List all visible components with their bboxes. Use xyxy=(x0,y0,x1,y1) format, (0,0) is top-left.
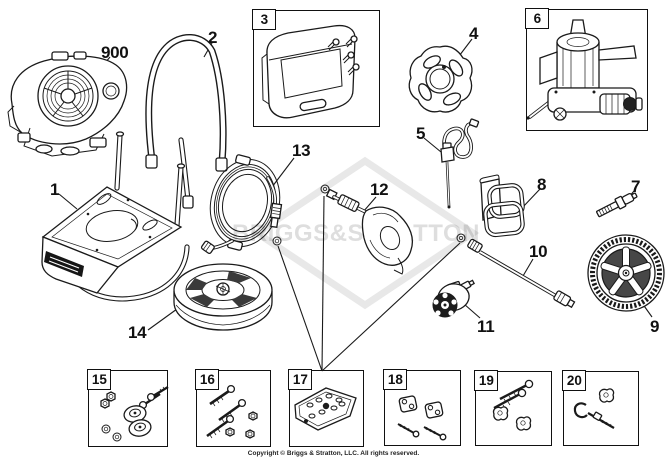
watermark-diamond xyxy=(250,156,480,310)
bolt-kit-illustration xyxy=(206,384,258,439)
engine-illustration xyxy=(7,51,128,157)
gun-holder-illustration xyxy=(479,174,525,238)
nozzle-kit-illustration xyxy=(294,387,357,431)
copyright-text: Copyright © Briggs & Stratton, LLC. All … xyxy=(247,450,420,457)
callout-chemical-hose: 5 xyxy=(416,124,426,143)
kit-box-20: 20 xyxy=(562,370,639,446)
spray-tip-illustration xyxy=(432,279,475,318)
callout-surface-cleaner: 14 xyxy=(128,323,147,342)
callout-frame: 1 xyxy=(50,180,60,199)
kit-box-19-number: 19 xyxy=(474,370,499,392)
callout-spray-tip: 11 xyxy=(477,317,495,336)
wheel-illustration xyxy=(587,234,665,312)
callout-high-pressure-hose: 13 xyxy=(292,141,311,160)
caster-kit-illustration xyxy=(100,385,169,442)
kit-box-6-number: 6 xyxy=(525,8,550,30)
kit-box-19: 19 xyxy=(474,370,552,446)
kit-box-16-number: 16 xyxy=(195,369,220,391)
kit-box-6: 6 xyxy=(525,8,648,131)
hook-kit-illustration xyxy=(573,388,615,429)
callout-gun-holder: 8 xyxy=(537,175,547,194)
kit-box-3-number: 3 xyxy=(252,9,277,31)
callout-flange: 4 xyxy=(469,24,479,43)
surface-cleaner-illustration xyxy=(173,263,273,331)
adapter-flange-illustration xyxy=(408,45,473,113)
handle-illustration xyxy=(145,34,228,209)
control-panel-illustration xyxy=(261,24,360,119)
pump-illustration xyxy=(526,19,643,121)
kit-box-15-number: 15 xyxy=(87,369,112,391)
callout-handle: 2 xyxy=(208,28,218,47)
kit-box-18: 18 xyxy=(383,369,461,446)
callout-wheel: 9 xyxy=(650,317,660,336)
callout-wand: 10 xyxy=(529,242,548,261)
callout-axle-bolt: 7 xyxy=(631,177,641,196)
kit-box-16: 16 xyxy=(195,369,271,447)
clamp-kit-illustration xyxy=(397,395,447,441)
frame-illustration xyxy=(41,131,190,302)
kit-box-17-number: 17 xyxy=(288,369,313,391)
callout-engine: 900 xyxy=(101,43,129,62)
callout-spray-gun: 12 xyxy=(370,180,389,199)
spray-gun-illustration xyxy=(320,184,414,275)
kit-box-20-number: 20 xyxy=(562,370,587,392)
siphon-hose-illustration xyxy=(440,118,480,209)
axle-bolt-illustration xyxy=(596,192,638,218)
kit-box-3: 3 xyxy=(252,9,380,127)
kit-box-17: 17 xyxy=(288,369,364,447)
kit-box-15: 15 xyxy=(87,369,168,447)
wand-illustration xyxy=(456,233,576,309)
watermark-text: BRIGGS&STRATTON xyxy=(232,220,480,247)
panel-screws xyxy=(327,35,360,76)
knob-kit-illustration xyxy=(492,379,534,431)
kit-box-18-number: 18 xyxy=(383,369,408,391)
hose-illustration xyxy=(200,154,283,255)
